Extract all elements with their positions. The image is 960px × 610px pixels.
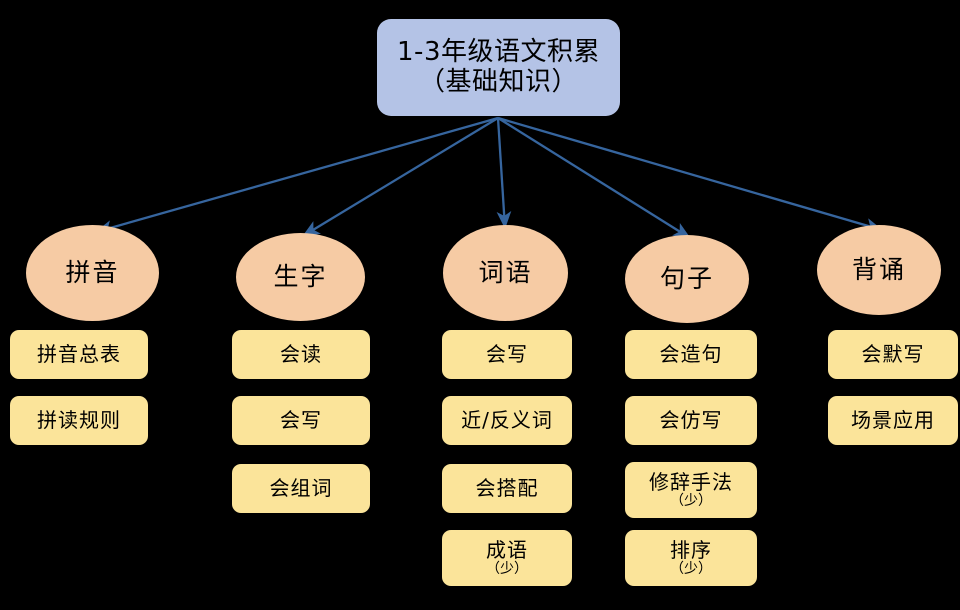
- connector-arrow: [497, 116, 883, 233]
- connector-arrow: [95, 116, 499, 235]
- leaf-node[interactable]: 会仿写: [625, 396, 757, 445]
- leaf-label: 排序: [670, 537, 712, 562]
- connector-arrow: [497, 117, 691, 239]
- branch-node-pinyin[interactable]: 拼音: [26, 225, 159, 321]
- leaf-label: 场景应用: [851, 408, 935, 432]
- leaf-label: 会仿写: [659, 408, 723, 432]
- leaf-node[interactable]: 会组词: [232, 464, 370, 513]
- branch-label: 句子: [659, 263, 714, 293]
- leaf-node[interactable]: 会读: [232, 330, 370, 379]
- leaf-node[interactable]: 会造句: [625, 330, 757, 379]
- root-title-line1: 1-3年级语文积累: [397, 36, 600, 67]
- leaf-label: 近/反义词: [461, 408, 553, 432]
- leaf-node[interactable]: 会写: [232, 396, 370, 445]
- leaf-sublabel: （少）: [670, 492, 712, 509]
- leaf-sublabel: （少）: [670, 560, 712, 577]
- leaf-label: 拼读规则: [37, 408, 121, 432]
- leaf-node[interactable]: 场景应用: [828, 396, 958, 445]
- connector-arrow: [302, 117, 499, 237]
- leaf-label: 会写: [280, 408, 322, 432]
- leaf-node[interactable]: 排序（少）: [625, 530, 757, 586]
- leaf-sublabel: （少）: [486, 560, 528, 577]
- branch-label: 生字: [273, 261, 328, 291]
- branch-node-ciyu[interactable]: 词语: [443, 225, 568, 321]
- connector-arrow: [496, 117, 512, 229]
- leaf-node[interactable]: 成语（少）: [442, 530, 572, 586]
- branch-node-shengzi[interactable]: 生字: [236, 233, 365, 321]
- branch-node-beisong[interactable]: 背诵: [817, 225, 941, 315]
- root-node[interactable]: 1-3年级语文积累 （基础知识）: [377, 19, 620, 116]
- root-title-line2: （基础知识）: [418, 66, 578, 97]
- leaf-node[interactable]: 拼音总表: [10, 330, 148, 379]
- leaf-node[interactable]: 拼读规则: [10, 396, 148, 445]
- leaf-node[interactable]: 会默写: [828, 330, 958, 379]
- leaf-node[interactable]: 修辞手法（少）: [625, 462, 757, 518]
- leaf-label: 会组词: [269, 476, 333, 500]
- leaf-node[interactable]: 近/反义词: [442, 396, 572, 445]
- leaf-label: 会读: [280, 342, 322, 366]
- leaf-label: 拼音总表: [37, 342, 121, 366]
- branch-node-juzi[interactable]: 句子: [625, 235, 749, 323]
- branch-label: 词语: [478, 257, 533, 287]
- leaf-label: 会搭配: [475, 476, 539, 500]
- leaf-label: 修辞手法: [649, 469, 733, 494]
- branch-label: 背诵: [851, 254, 906, 284]
- leaf-label: 会写: [486, 342, 528, 366]
- leaf-label: 会默写: [861, 342, 925, 366]
- leaf-label: 成语: [486, 537, 528, 562]
- leaf-node[interactable]: 会搭配: [442, 464, 572, 513]
- leaf-label: 会造句: [659, 342, 723, 366]
- branch-label: 拼音: [65, 257, 120, 287]
- leaf-node[interactable]: 会写: [442, 330, 572, 379]
